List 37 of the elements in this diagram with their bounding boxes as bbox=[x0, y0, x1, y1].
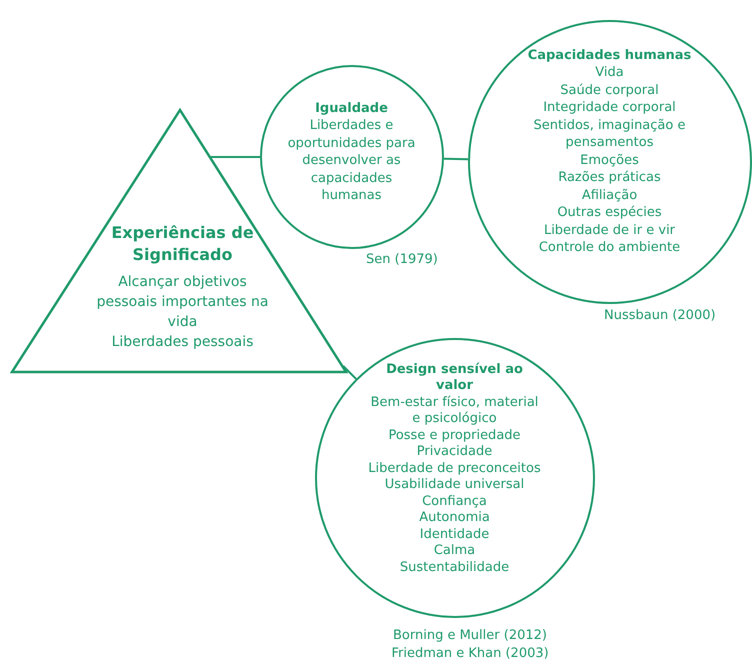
node-item-text: Emoções bbox=[579, 152, 640, 169]
node-item-text: Outras espécies bbox=[556, 204, 663, 222]
citation-text: Nussbaun (2000) bbox=[604, 308, 716, 323]
node-item-text: Sentidos, imaginação e pensamentos bbox=[532, 116, 686, 152]
node-item-text: Afiliação bbox=[580, 186, 638, 204]
node-item-text: Integridade corporal bbox=[542, 99, 677, 116]
circle-node bbox=[315, 338, 595, 618]
node-heading: Design sensível ao valor bbox=[385, 362, 524, 394]
connector-line bbox=[342, 365, 357, 380]
node-item-text: Liberdades e oportunidades para desenvolver as capacidades humanas bbox=[286, 117, 416, 204]
node-item-text: Razões práticas bbox=[557, 169, 662, 186]
node-item-text: Liberdades pessoais bbox=[110, 333, 254, 352]
citation-text: Borning e Muller (2012) bbox=[393, 628, 547, 643]
node-item-text: Alcançar objetivos pessoais importantes na vida bbox=[96, 273, 270, 332]
node-item-text: Bem-estar físico, material e psicológico bbox=[370, 394, 540, 428]
node-heading: Experiências de Significado bbox=[110, 222, 255, 266]
node-item-text: Usabilidade universal bbox=[384, 477, 526, 494]
connector-line bbox=[444, 158, 468, 160]
citation-text: Sen (1979) bbox=[366, 252, 438, 267]
node-item-text: Privacidade bbox=[416, 444, 494, 460]
node-item-text: Liberdade de ir e vir bbox=[542, 222, 676, 239]
node-item-text: Saúde corporal bbox=[559, 82, 660, 99]
circle-node bbox=[260, 65, 444, 249]
node-heading: Capacidades humanas bbox=[526, 46, 692, 64]
node-item-text: Autonomia bbox=[418, 510, 491, 526]
node-item-text: Confiança bbox=[421, 494, 488, 510]
citation-text: Friedman e Khan (2003) bbox=[392, 646, 549, 661]
node-item-text: Identidade bbox=[418, 526, 490, 543]
node-item-text: Vida bbox=[594, 64, 625, 82]
connector-line bbox=[210, 156, 260, 158]
node-item-text: Controle do ambiente bbox=[538, 239, 682, 256]
node-item-text: Liberdade de preconceitos bbox=[367, 460, 542, 477]
node-item-text: Posse e propriedade bbox=[387, 428, 522, 444]
circle-node bbox=[468, 20, 752, 304]
node-heading: Igualdade bbox=[314, 100, 389, 117]
node-item-text: Sustentabilidade bbox=[398, 560, 510, 576]
node-item-text: Calma bbox=[432, 543, 476, 560]
